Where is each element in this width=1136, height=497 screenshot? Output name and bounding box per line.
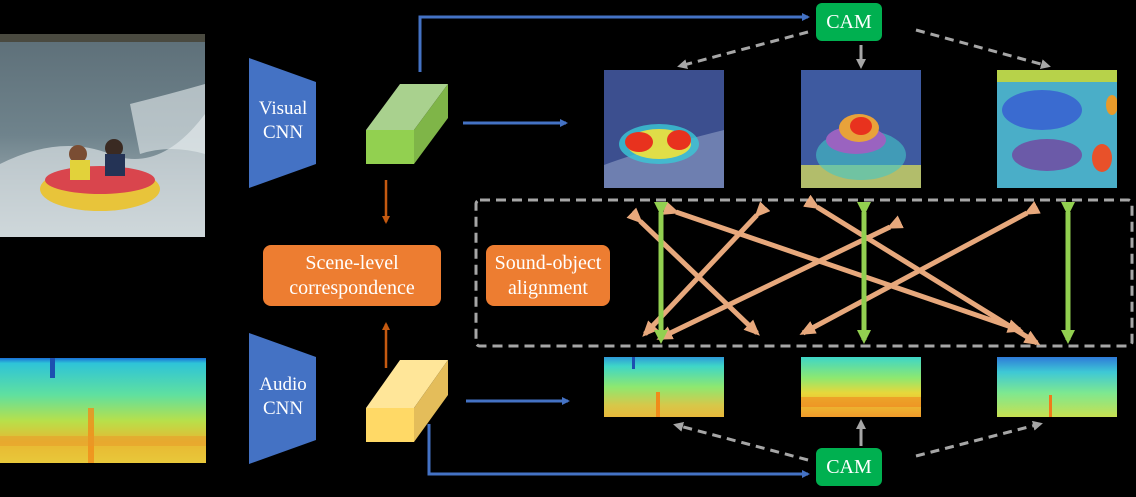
- audio-cam-map-2: [801, 357, 921, 417]
- audio-cnn-label-line2: CNN: [262, 398, 304, 419]
- audio-cam-map-1: [604, 357, 724, 417]
- visual-cam-map-2: [801, 70, 921, 188]
- visual-cnn-label: Visual CNN: [253, 97, 313, 145]
- cam-bottom-dash-left: [673, 421, 809, 462]
- input-video-frame: [0, 34, 205, 237]
- audio-cnn-label-line1: Audio: [259, 374, 307, 395]
- scene-level-line1: Scene-level: [305, 251, 399, 274]
- mismatch-arrow: [799, 201, 1041, 336]
- visual-cnn-block: [249, 58, 316, 188]
- audio-cam-map-3: [997, 357, 1117, 417]
- scene-level-correspondence-box: Scene-level correspondence: [263, 245, 441, 306]
- sound-object-line1: Sound-object: [494, 251, 602, 274]
- visual-cnn-label-line2: CNN: [262, 122, 304, 143]
- cam-bottom-box: CAM: [816, 448, 882, 486]
- sound-object-line2: alignment: [508, 276, 588, 299]
- audio-to-cam-arrow: [427, 424, 810, 478]
- scene-level-line2: correspondence: [289, 276, 415, 299]
- mismatch-arrow: [662, 201, 1024, 333]
- visual-cam-map-3: [997, 70, 1117, 188]
- input-audio-spectrogram: [0, 358, 206, 463]
- cam-top-dash-left: [677, 30, 809, 70]
- visual-cam-map-1: [604, 70, 724, 188]
- audio-feature-cuboid: [366, 360, 448, 442]
- cam-bottom-dash-right: [915, 420, 1043, 458]
- cam-top-dash-right: [915, 28, 1051, 69]
- audio-cnn-block: [249, 333, 316, 464]
- match-arrows: [654, 202, 1075, 344]
- audio-cnn-label: Audio CNN: [253, 373, 313, 421]
- sound-object-alignment-box: Sound-object alignment: [486, 245, 610, 306]
- visual-to-cam-arrow: [418, 13, 810, 72]
- mismatch-arrows: [626, 194, 1041, 346]
- visual-cnn-label-line1: Visual: [258, 98, 308, 119]
- cam-top-box: CAM: [816, 3, 882, 41]
- visual-feature-cuboid: [366, 84, 448, 164]
